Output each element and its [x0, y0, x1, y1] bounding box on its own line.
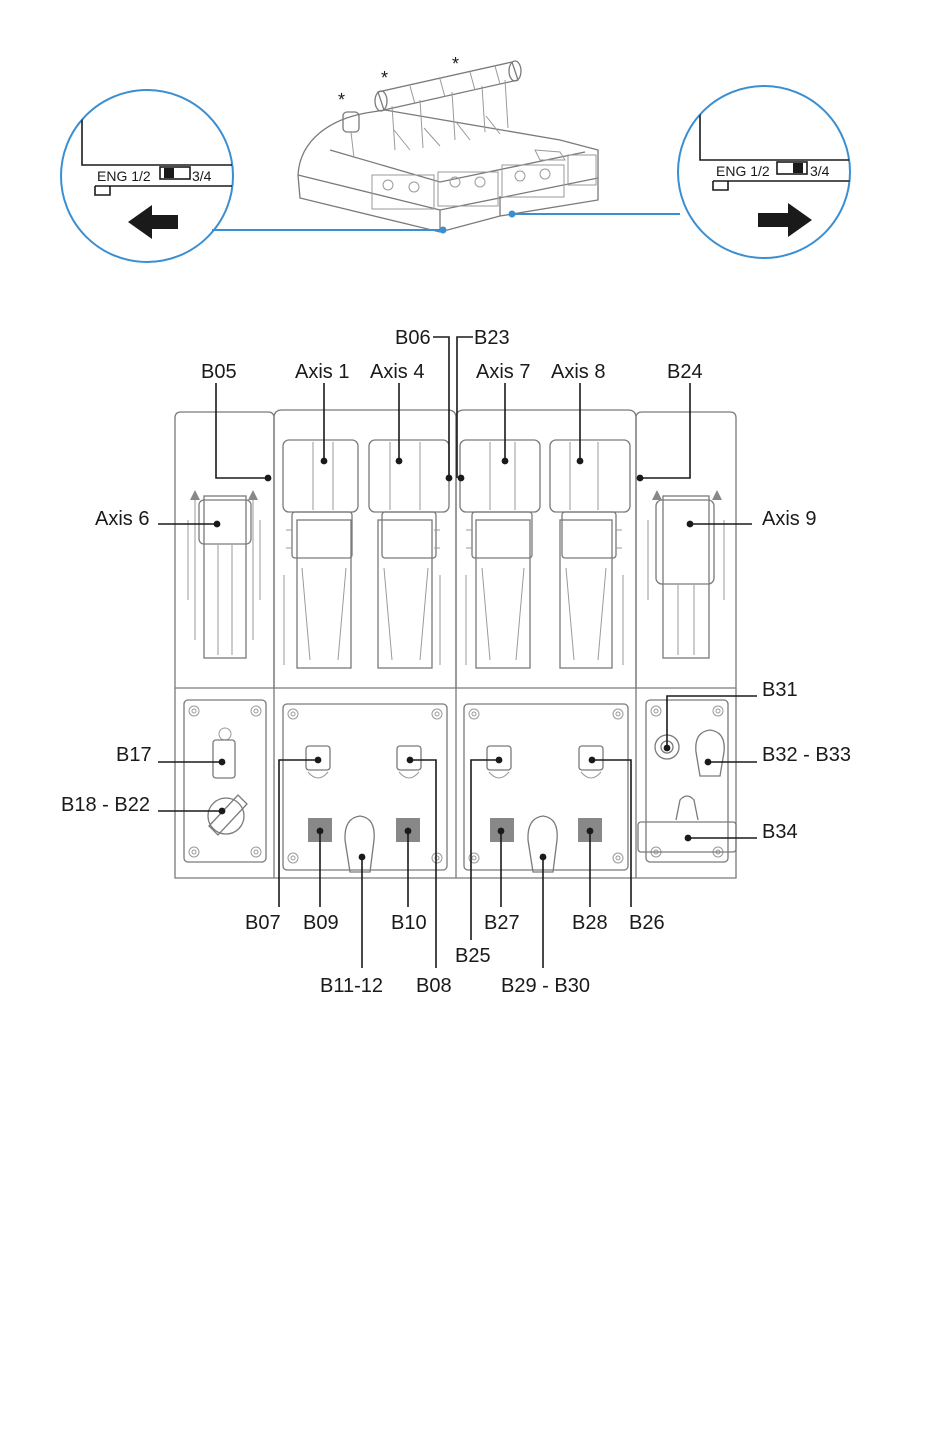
axis-6-lever — [188, 490, 260, 658]
throttle-quadrant-illustration: * * * — [298, 54, 598, 232]
label-b07: B07 — [245, 912, 281, 934]
left-arrow-icon — [128, 205, 178, 239]
label-b24: B24 — [667, 361, 703, 383]
left-switch-panel — [184, 700, 266, 862]
label-b08: B08 — [416, 975, 452, 997]
axis-1-lever — [283, 440, 358, 668]
right-zoom-detail: ENG 1/2 3/4 — [678, 86, 850, 258]
top-view-diagram — [175, 410, 736, 878]
label-b23: B23 — [474, 327, 510, 349]
eng-switch-left-label: ENG 1/2 — [97, 168, 151, 184]
label-b32-b33: B32 - B33 — [762, 744, 851, 766]
label-b10: B10 — [391, 912, 427, 934]
label-b26: B26 — [629, 912, 665, 934]
center-right-panel — [464, 704, 628, 872]
left-zoom-detail: ENG 1/2 3/4 — [61, 90, 233, 262]
label-b28: B28 — [572, 912, 608, 934]
label-axis-1: Axis 1 — [295, 361, 349, 383]
right-arrow-icon — [758, 203, 812, 237]
star-marker: * — [381, 68, 388, 88]
axis-8-lever — [550, 440, 630, 668]
star-marker: * — [452, 54, 459, 74]
label-axis-6: Axis 6 — [95, 508, 149, 530]
label-b27: B27 — [484, 912, 520, 934]
zoom-connectors — [212, 211, 680, 234]
eng-switch-right-label: 3/4 — [810, 163, 830, 179]
label-axis-8: Axis 8 — [551, 361, 605, 383]
eng-switch-right-label: 3/4 — [192, 168, 212, 184]
label-b17: B17 — [116, 744, 152, 766]
label-b31: B31 — [762, 679, 798, 701]
label-axis-4: Axis 4 — [370, 361, 424, 383]
label-b18-b22: B18 - B22 — [61, 794, 150, 816]
callout-lines — [158, 337, 757, 968]
axis-4-lever — [369, 440, 449, 668]
star-marker: * — [338, 90, 345, 110]
label-b25: B25 — [455, 945, 491, 967]
axis-9-lever — [648, 490, 724, 658]
label-b11-12: B11-12 — [320, 975, 383, 997]
label-b09: B09 — [303, 912, 339, 934]
eng-switch-left-label: ENG 1/2 — [716, 163, 770, 179]
label-b06: B06 — [395, 327, 431, 349]
axis-7-lever — [460, 440, 540, 668]
label-axis-9: Axis 9 — [762, 508, 816, 530]
label-b29-b30: B29 - B30 — [501, 975, 590, 997]
center-left-panel — [283, 704, 447, 872]
label-b34: B34 — [762, 821, 798, 843]
label-axis-7: Axis 7 — [476, 361, 530, 383]
label-b05: B05 — [201, 361, 237, 383]
